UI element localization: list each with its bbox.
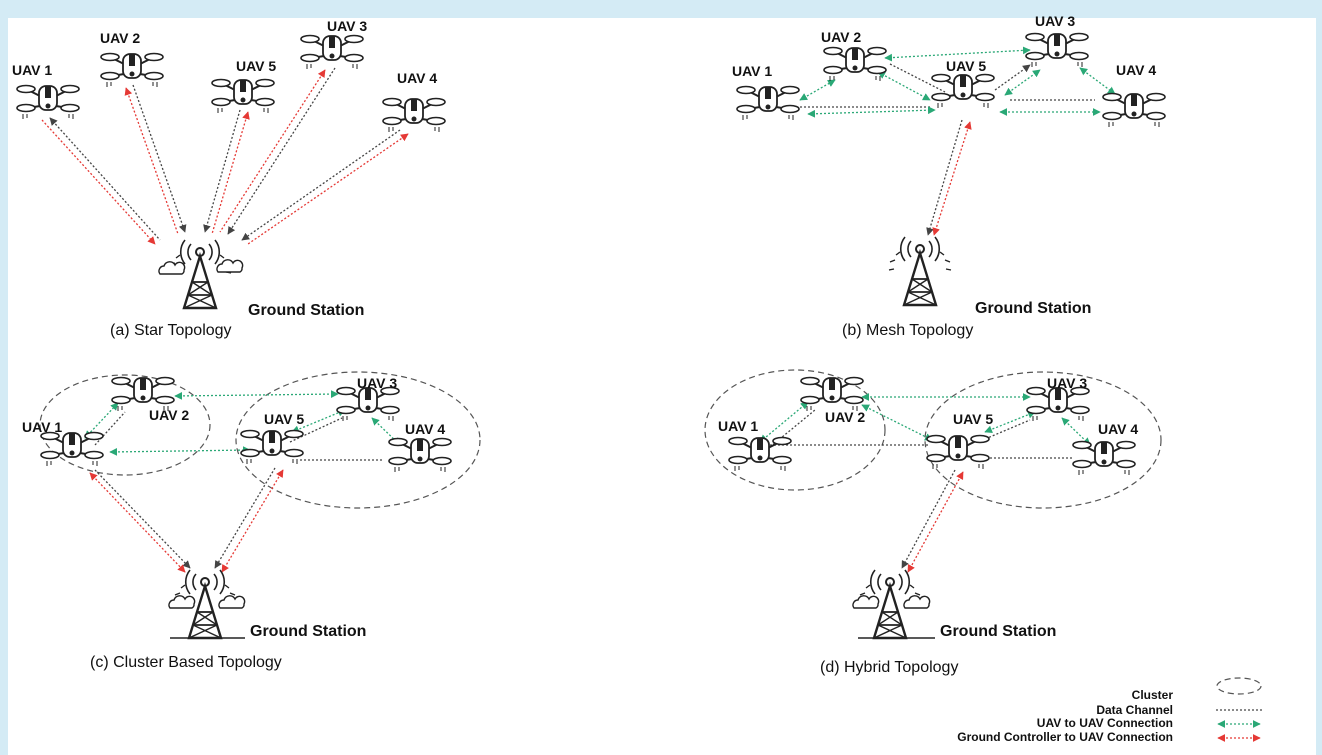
panel-caption: (d) Hybrid Topology xyxy=(820,659,958,676)
uav-label: UAV 3 xyxy=(327,18,367,34)
uav-label: UAV 4 xyxy=(397,70,437,86)
uav-label: UAV 3 xyxy=(357,375,397,391)
hybrid-links xyxy=(759,393,1091,573)
uav-label: UAV 4 xyxy=(405,421,445,437)
uav-label: UAV 5 xyxy=(236,58,276,74)
uav-label: UAV 5 xyxy=(953,411,993,427)
panel-cluster-topology: UAV 1 UAV 2 UAV 5 UAV 3 UAV 4 Ground Sta… xyxy=(22,371,481,671)
diagram-background xyxy=(8,18,1316,755)
legend-data-channel-label: Data Channel xyxy=(1096,703,1173,717)
uav-label: UAV 4 xyxy=(1116,62,1156,78)
star-links xyxy=(41,67,409,245)
panel-star-topology: UAV 1 UAV 2 UAV 5 UAV 3 UAV 4 Ground Sta… xyxy=(12,18,446,339)
panel-mesh-topology: UAV 1 UAV 2 UAV 5 UAV 3 UAV 4 Ground Sta… xyxy=(732,13,1166,339)
legend-cluster-label: Cluster xyxy=(1132,688,1174,702)
panel-hybrid-topology: UAV 1 UAV 2 UAV 5 UAV 3 UAV 4 Ground Sta… xyxy=(704,369,1162,676)
legend-ground-uav-label: Ground Controller to UAV Connection xyxy=(957,730,1173,744)
uav-label: UAV 5 xyxy=(264,411,304,427)
legend-cluster-swatch xyxy=(1216,677,1262,695)
panel-caption: (a) Star Topology xyxy=(110,322,232,339)
uav-label: UAV 1 xyxy=(718,418,758,434)
mesh-links xyxy=(799,46,1116,236)
uav-label: UAV 3 xyxy=(1047,375,1087,391)
uav-label: UAV 1 xyxy=(732,63,772,79)
ground-station-label: Ground Station xyxy=(248,302,364,319)
cluster-outline xyxy=(924,371,1162,509)
uav-label: UAV 3 xyxy=(1035,13,1075,29)
uav-label: UAV 1 xyxy=(22,419,62,435)
legend-uav-uav-label: UAV to UAV Connection xyxy=(1037,716,1173,730)
ground-station-label: Ground Station xyxy=(250,623,366,640)
ground-station-label: Ground Station xyxy=(975,300,1091,317)
uav-label: UAV 2 xyxy=(100,30,140,46)
uav-label: UAV 5 xyxy=(946,58,986,74)
panel-caption: (c) Cluster Based Topology xyxy=(90,654,282,671)
uav-label: UAV 4 xyxy=(1098,421,1138,437)
cluster-outline xyxy=(235,371,481,509)
uav-label: UAV 2 xyxy=(821,29,861,45)
legend: Cluster Data Channel UAV to UAV Connecti… xyxy=(957,677,1262,744)
uav-label: UAV 1 xyxy=(12,62,52,78)
cluster-outline xyxy=(39,374,211,476)
ground-station-label: Ground Station xyxy=(940,623,1056,640)
panel-caption: (b) Mesh Topology xyxy=(842,322,973,339)
uav-label: UAV 2 xyxy=(825,409,865,425)
uav-label: UAV 2 xyxy=(149,407,189,423)
